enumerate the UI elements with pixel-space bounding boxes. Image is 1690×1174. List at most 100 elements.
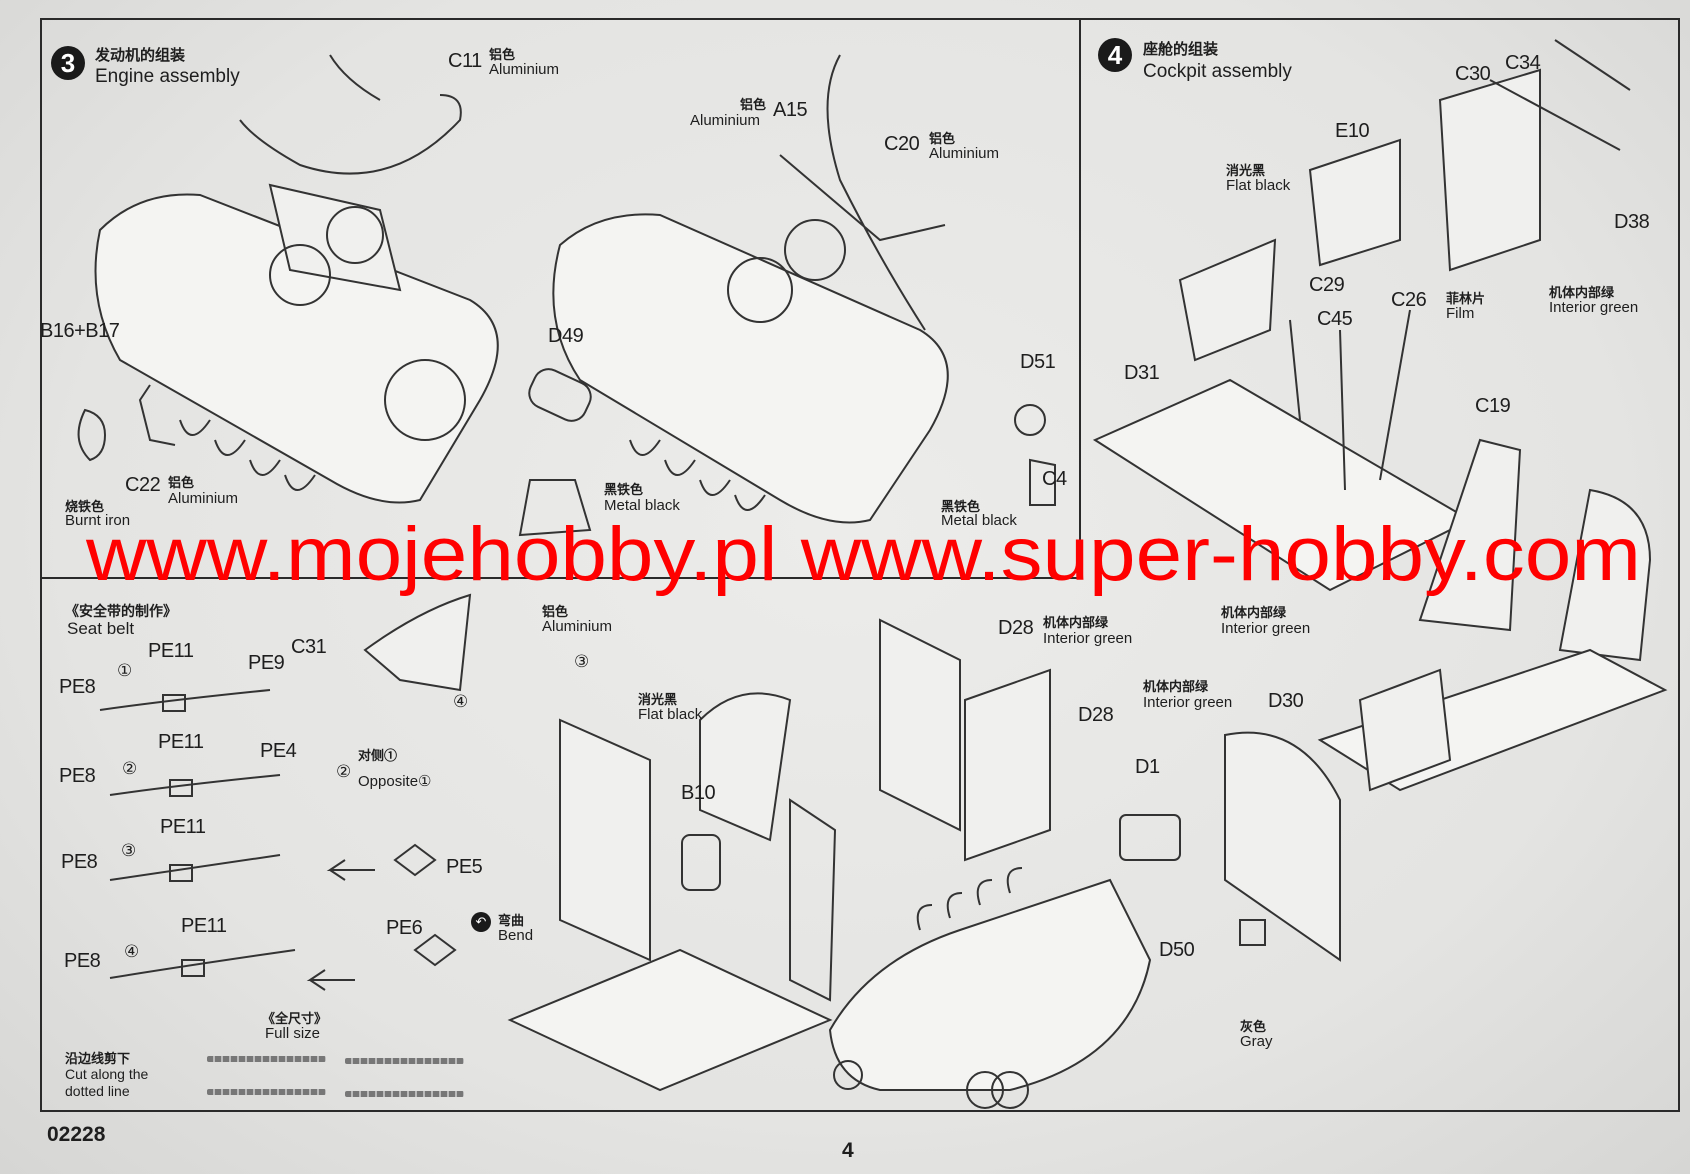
full-size-en: Full size	[265, 1025, 321, 1042]
paint-en: Interior green	[1549, 299, 1639, 316]
section-divider-horizontal	[40, 577, 1080, 579]
step-3-title-cn: 发动机的组装	[95, 47, 186, 64]
part-label-e10: E10	[1335, 120, 1370, 142]
part-label-d1: D1	[1135, 756, 1160, 778]
paint-cn: 灰色	[1240, 1019, 1267, 1034]
step-3-title-en: Engine assembly	[95, 66, 240, 87]
paint-cn: 铝色	[542, 604, 569, 619]
step-4-title-cn: 座舱的组装	[1143, 41, 1219, 58]
part-label-c4: C4	[1042, 468, 1067, 490]
belt-row-number: ④	[124, 942, 140, 961]
paint-cn: 铝色	[489, 47, 516, 62]
step-3-badge: 3	[51, 46, 85, 80]
part-label-pe11: PE11	[158, 731, 204, 753]
belt-row-number: ③	[121, 841, 137, 860]
part-label-pe8: PE8	[59, 765, 96, 787]
paint-en: Aluminium	[542, 618, 613, 635]
part-label-c11: C11	[448, 50, 482, 72]
engine-drawing-left	[77, 54, 592, 537]
part-label-d51: D51	[1020, 351, 1056, 373]
paint-en: Film	[1446, 305, 1475, 322]
paint-cn: 黑铁色	[604, 482, 644, 497]
part-label-d30: D30	[1268, 690, 1304, 712]
part-label-c31: C31	[291, 636, 327, 658]
opposite-cn: 对侧①	[358, 748, 398, 763]
paint-cn: 机体内部绿	[1221, 605, 1287, 620]
section-divider-vertical	[1079, 18, 1081, 578]
part-label-pe8: PE8	[61, 851, 98, 873]
part-label-d38: D38	[1614, 211, 1650, 233]
part-label-d28: D28	[998, 617, 1034, 639]
engine-drawing-right	[552, 54, 1056, 524]
paint-cn: 机体内部绿	[1549, 285, 1615, 300]
step-4-title-en: Cockpit assembly	[1143, 61, 1292, 82]
paint-en: Interior green	[1043, 630, 1133, 647]
paint-cn: 烧铁色	[65, 499, 105, 514]
paint-en: Aluminium	[929, 145, 1000, 162]
bend-en: Bend	[498, 927, 534, 944]
seatbelt-title-cn: 《安全带的制作》	[65, 603, 177, 619]
part-label-c45: C45	[1317, 308, 1353, 330]
step-number: ④	[453, 692, 469, 711]
part-label-pe8: PE8	[64, 950, 101, 972]
part-label-d50: D50	[1159, 939, 1195, 961]
page-number: 4	[842, 1139, 854, 1162]
paint-cn: 铝色	[929, 131, 956, 146]
part-label-d28: D28	[1078, 704, 1114, 726]
part-label-pe11: PE11	[181, 915, 227, 937]
part-label-pe6: PE6	[386, 917, 423, 939]
part-label-c30: C30	[1455, 63, 1491, 85]
paint-en: Aluminium	[168, 490, 239, 507]
part-label-c19: C19	[1475, 395, 1511, 417]
part-label-c29: C29	[1309, 274, 1345, 296]
paint-cn: 铝色	[168, 475, 195, 490]
kit-code: 02228	[47, 1123, 106, 1146]
paint-cn: 机体内部绿	[1043, 615, 1109, 630]
belt-strip	[345, 1091, 464, 1097]
part-label-b10: B10	[681, 782, 716, 804]
step-number: ③	[574, 652, 590, 671]
seatbelt-title-en: Seat belt	[67, 619, 135, 638]
opposite-en: Opposite①	[358, 773, 432, 790]
full-size-cn: 《全尺寸》	[262, 1011, 328, 1026]
seat-drawing	[507, 692, 837, 1092]
seatbelt-drawing	[99, 593, 472, 991]
cut-en-line2: dotted line	[65, 1083, 130, 1099]
page-frame	[40, 18, 1680, 1112]
paint-en: Flat black	[638, 706, 703, 723]
part-label-pe4: PE4	[260, 740, 297, 762]
paint-en: Gray	[1240, 1033, 1273, 1050]
cut-cn: 沿边线剪下	[65, 1051, 131, 1066]
paint-cn: 机体内部绿	[1143, 679, 1209, 694]
paint-en: Interior green	[1143, 694, 1233, 711]
paint-cn: 消光黑	[638, 692, 678, 707]
bend-icon: ↶	[471, 912, 491, 932]
part-label-d31: D31	[1124, 362, 1160, 384]
part-label-c26: C26	[1391, 289, 1427, 311]
belt-strip	[207, 1089, 326, 1095]
part-label-c20: C20	[884, 133, 920, 155]
paint-en: Aluminium	[489, 61, 560, 78]
part-label-pe8: PE8	[59, 676, 96, 698]
part-label-pe9: PE9	[248, 652, 285, 674]
part-label-c34: C34	[1505, 52, 1541, 74]
paint-en: Aluminium	[690, 112, 761, 129]
belt-row-number: ②	[122, 759, 138, 778]
paint-en: Interior green	[1221, 620, 1311, 637]
paint-cn: 铝色	[740, 97, 767, 112]
step-number: ②	[336, 762, 352, 781]
belt-row-number: ①	[117, 661, 133, 680]
part-label-c22: C22	[125, 474, 161, 496]
belt-strip	[345, 1058, 464, 1064]
part-label-pe11: PE11	[148, 640, 194, 662]
paint-en: Burnt iron	[65, 512, 131, 529]
part-label-d49: D49	[548, 325, 584, 347]
paint-en: Metal black	[941, 512, 1017, 529]
paint-cn: 黑铁色	[941, 499, 981, 514]
engine-drawing-bottom	[828, 867, 1152, 1109]
part-label-b16-b17: B16+B17	[40, 320, 120, 342]
part-label-pe5: PE5	[446, 856, 483, 878]
paint-en: Flat black	[1226, 177, 1291, 194]
